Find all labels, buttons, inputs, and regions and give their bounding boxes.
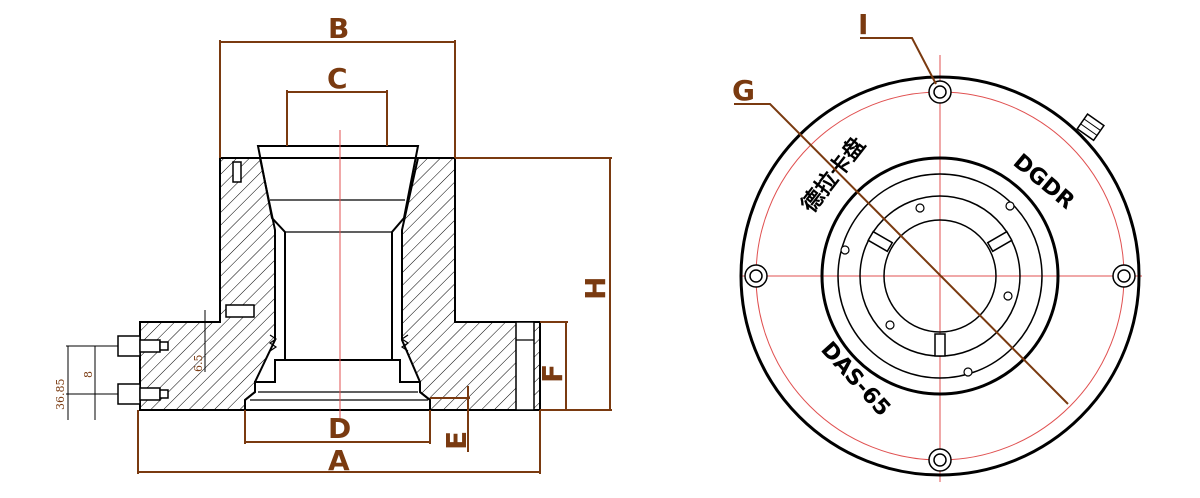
bottom-step xyxy=(244,359,431,411)
dim-label-d: D xyxy=(328,412,351,445)
dim-label-f: F xyxy=(536,364,569,383)
front-view: 德拉卡盘 DGDR DAS-65 xyxy=(739,55,1142,482)
section-body-upper xyxy=(139,157,276,411)
outer-disc xyxy=(739,75,1141,477)
dim-label-e: E xyxy=(440,431,473,450)
small-dimension-lines xyxy=(66,310,206,420)
dim-36-85: 36.85 xyxy=(54,379,67,411)
brand-chinese-text: 德拉卡盘 xyxy=(796,132,871,217)
dim-label-h: H xyxy=(579,277,612,300)
dim-8: 8 xyxy=(82,371,95,378)
dim-label-b: B xyxy=(328,12,349,45)
dim-6-5: 6.5 xyxy=(192,355,205,373)
dim-label-g: G xyxy=(732,74,755,107)
leader-g xyxy=(734,103,1069,405)
rim-fitting xyxy=(1076,113,1105,142)
dim-label-i: I xyxy=(858,8,868,41)
leader-i xyxy=(860,37,937,85)
air-fitting-upper xyxy=(117,335,169,357)
dimension-lines xyxy=(137,40,612,474)
section-view xyxy=(117,130,541,420)
dim-label-a: A xyxy=(328,444,350,477)
inner-face xyxy=(820,156,1060,396)
brand-text: DGDR xyxy=(1008,149,1079,214)
dim-label-c: C xyxy=(327,62,348,95)
center-bore xyxy=(883,219,997,333)
collet-cone xyxy=(256,145,420,361)
